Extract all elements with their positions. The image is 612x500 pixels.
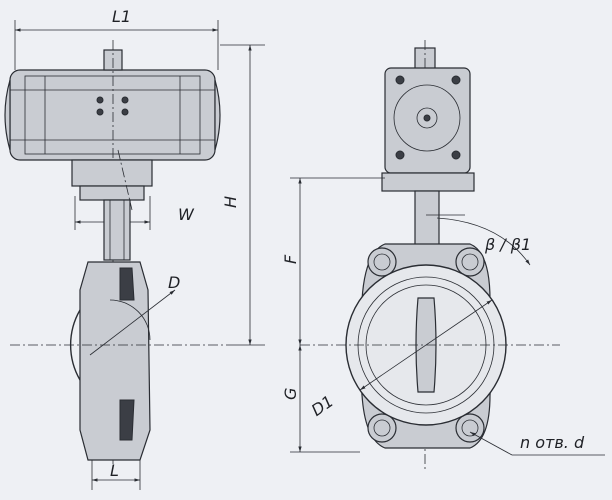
label-l1: L1	[112, 7, 131, 26]
label-beta: β / β1	[484, 235, 531, 254]
label-holes: n отв. d	[520, 433, 585, 452]
front-view	[290, 40, 605, 470]
dimension-line-d1	[359, 299, 493, 391]
label-f: F	[281, 254, 300, 264]
dimension-line-d	[89, 289, 176, 356]
valve-body-section	[79, 261, 151, 461]
label-l: L	[110, 461, 119, 480]
actuator-body	[9, 69, 216, 161]
side-view	[4, 20, 265, 490]
label-d: D	[168, 273, 180, 292]
label-g: G	[281, 388, 300, 400]
label-w: W	[178, 205, 195, 224]
label-d1: D1	[308, 391, 337, 419]
label-h: H	[221, 196, 240, 208]
angle-arc-beta	[436, 217, 531, 266]
